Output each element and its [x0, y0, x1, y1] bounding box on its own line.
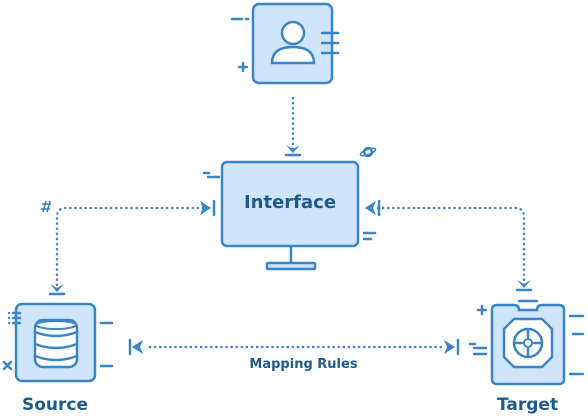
arrow-left-icon: [365, 201, 376, 215]
source-label: Source: [22, 395, 89, 415]
arrow-down-icon: [286, 145, 300, 153]
user-decor: [230, 17, 340, 73]
hash-icon: [41, 200, 51, 213]
interface-label: Interface: [243, 192, 337, 213]
connector-source-target: [128, 338, 460, 356]
arrow-right-icon: [200, 201, 211, 215]
arrow-down-icon: [50, 284, 64, 292]
arrow-down-icon: [517, 280, 531, 288]
source-decor: [2, 200, 114, 371]
connector-source-interface: [48, 199, 216, 296]
connector-user-interface: [284, 96, 302, 157]
target-crosshair-icon: [502, 317, 554, 369]
target-node: [468, 299, 585, 386]
interface-node: [202, 146, 377, 271]
user-icon: [270, 20, 316, 65]
interface-decor: [202, 171, 377, 241]
arrow-right-icon: [444, 340, 455, 354]
connector-interface-target: [365, 199, 533, 292]
user-node: [230, 2, 340, 85]
arrow-left-icon: [132, 340, 143, 354]
database-icon: [33, 318, 79, 369]
source-node: [2, 200, 114, 383]
mapping-rules-label: Mapping Rules: [249, 357, 358, 372]
planet-icon: [359, 146, 377, 158]
target-decor: [468, 304, 585, 376]
target-label: Target: [497, 395, 559, 415]
